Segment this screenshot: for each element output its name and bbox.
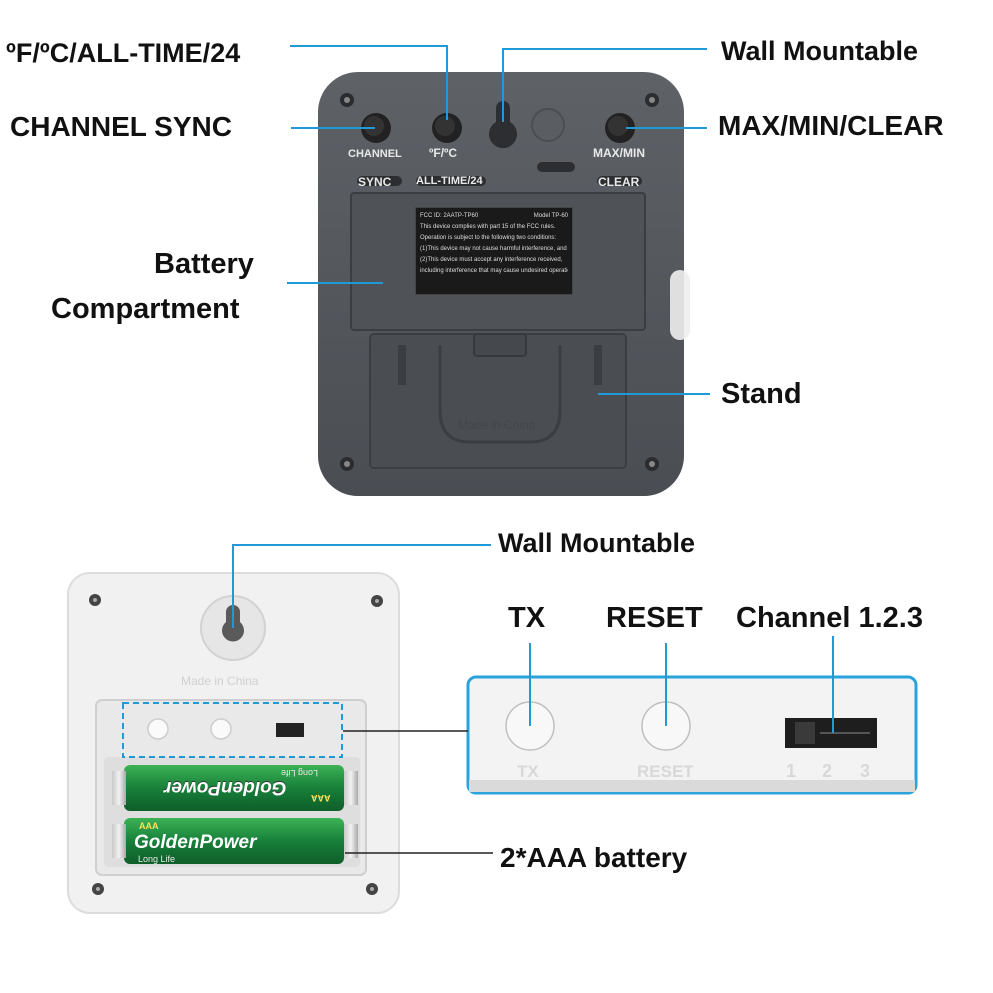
channel-sync-label: CHANNEL SYNC [10,111,232,142]
fcc-text: (2)This device must accept any interfere… [420,257,563,263]
fcc-text: Operation is subject to the following tw… [420,235,557,241]
unit-switch-label: ºF/ºC/ALL-TIME/24 [6,38,241,68]
sensor-window [531,108,565,142]
channel-sync-button[interactable] [361,113,391,143]
channel-slider[interactable] [785,718,877,748]
battery-label: 2*AAA battery [500,842,688,873]
wall-mount-label-bottom: Wall Mountable [498,528,695,558]
max-min-clear-label: MAX/MIN/CLEAR [718,110,944,141]
channel-2-imprint: 2 [822,761,833,781]
stand-imprint: Made in China [458,418,536,432]
callout-lines [232,45,834,733]
sensor-imprint: Made in China [181,674,259,688]
tx-imprint: TX [517,762,539,781]
battery-icon [112,765,358,864]
battery-sub-top: Long Life [281,768,319,778]
battery-compartment-label: Compartment [51,293,240,325]
reset-label: RESET [606,602,703,634]
unit-text: ºF/ºC [429,146,458,160]
battery-compartment-label: Battery [154,248,254,280]
fcc-text: (1)This device may not cause harmful int… [420,246,567,252]
fcc-text: This device complies with part 15 of the… [420,224,556,230]
battery-type-top: AAA [311,793,331,803]
fcc-text: including interference that may cause un… [420,268,568,274]
wall-mount-label-top: Wall Mountable [721,36,918,66]
channel-1-imprint: 1 [786,761,797,781]
battery-brand-top: GoldenPower [164,777,287,798]
screw-icon [340,93,659,471]
zoom-panel [466,675,918,795]
tx-label: TX [508,602,546,634]
stand[interactable] [369,333,627,469]
battery-sub-bottom: Long Life [138,854,176,864]
reset-imprint: RESET [637,762,694,781]
fcc-id: FCC ID: 2AATP-TP60 [420,213,479,219]
sync-text: SYNC [358,175,392,189]
unit-switch-button[interactable] [432,113,462,143]
model-number: Model TP-60 [533,213,568,219]
keyhole-icon [489,101,518,149]
all-time-text: ALL-TIME/24 [416,175,483,187]
channel-3-imprint: 3 [860,761,871,781]
screw-icon [89,594,383,895]
battery-brand-bottom: GoldenPower [134,832,257,853]
fcc-label: FCC ID: 2AATP-TP60 Model TP-60 This devic… [415,207,573,295]
battery-type-bottom: AAA [139,821,159,831]
label-plate [357,176,402,186]
channel-text: CHANNEL [348,148,402,160]
maxmin-text: MAX/MIN [593,146,645,160]
channel-label: Channel 1.2.3 [736,602,923,634]
connector-lines [343,730,493,854]
stand-label: Stand [721,378,802,410]
clear-text: CLEAR [598,175,640,189]
max-min-clear-button[interactable] [605,113,635,143]
